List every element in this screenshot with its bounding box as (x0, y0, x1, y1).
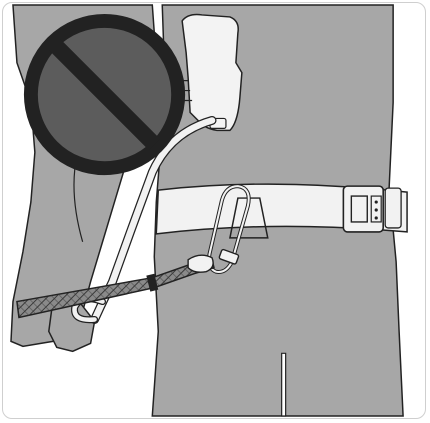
illustration-canvas (3, 3, 425, 418)
illustration-frame (2, 2, 426, 419)
belt-buckle-icon (343, 186, 401, 232)
no-symbol-icon (31, 21, 178, 168)
